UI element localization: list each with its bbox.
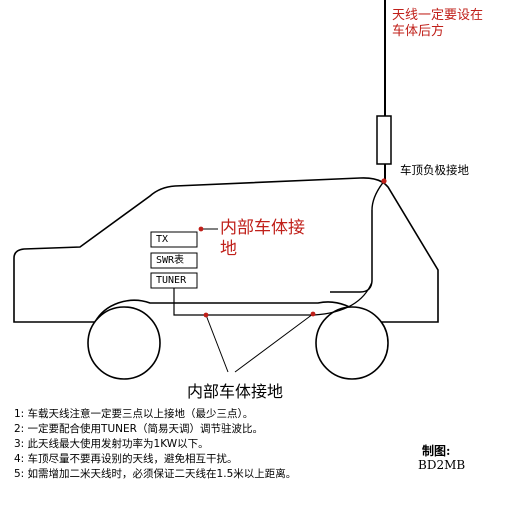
swr-label: SWR表 (156, 255, 185, 266)
roof-ground-label: 车顶负极接地 (400, 163, 469, 177)
ground-point-inner-top (198, 226, 204, 232)
note-1: 1: 车载天线注意一定要三点以上接地（最少三点）。 (14, 408, 254, 420)
antenna-position-line-2: 车体后方 (392, 24, 445, 39)
ground-point-floor-front (203, 312, 209, 318)
internal-ground-label-top-line-1: 内部车体接 (220, 218, 305, 238)
tuner-label: TUNER (156, 275, 187, 286)
ground-leader-rear (234, 313, 314, 373)
ground-point-roof (381, 178, 387, 184)
ground-leader-front (205, 314, 229, 373)
rear-window-line (330, 179, 386, 293)
car-body-outline (13, 177, 439, 323)
credit-label: 制图: (422, 444, 451, 458)
tx-box (150, 231, 198, 248)
front-wheel (87, 306, 161, 380)
antenna-position-line-1: 天线一定要设在 (392, 8, 484, 23)
internal-ground-label-top: 内部车体接 地 (220, 218, 305, 260)
note-5: 5: 如需增加二米天线时，必须保证二天线在1.5米以上距离。 (14, 468, 297, 480)
note-3: 3: 此天线最大使用发射功率为1KW以下。 (14, 438, 209, 450)
antenna-position-label: 天线一定要设在 车体后方 (392, 8, 483, 40)
tx-label: TX (156, 234, 169, 245)
note-2: 2: 一定要配合使用TUNER（简易天调）调节驻波比。 (14, 423, 263, 435)
note-4: 4: 车顶尽量不要再设别的天线，避免相互干扰。 (14, 453, 238, 465)
rear-wheel (315, 306, 389, 380)
credit-name: BD2MB (418, 458, 466, 472)
swr-box (150, 252, 198, 269)
internal-ground-label-bottom: 内部车体接地 (187, 382, 284, 401)
antenna-base-coil (376, 115, 392, 165)
internal-ground-label-top-line-2: 地 (220, 239, 237, 259)
ground-point-floor-rear (310, 311, 316, 317)
